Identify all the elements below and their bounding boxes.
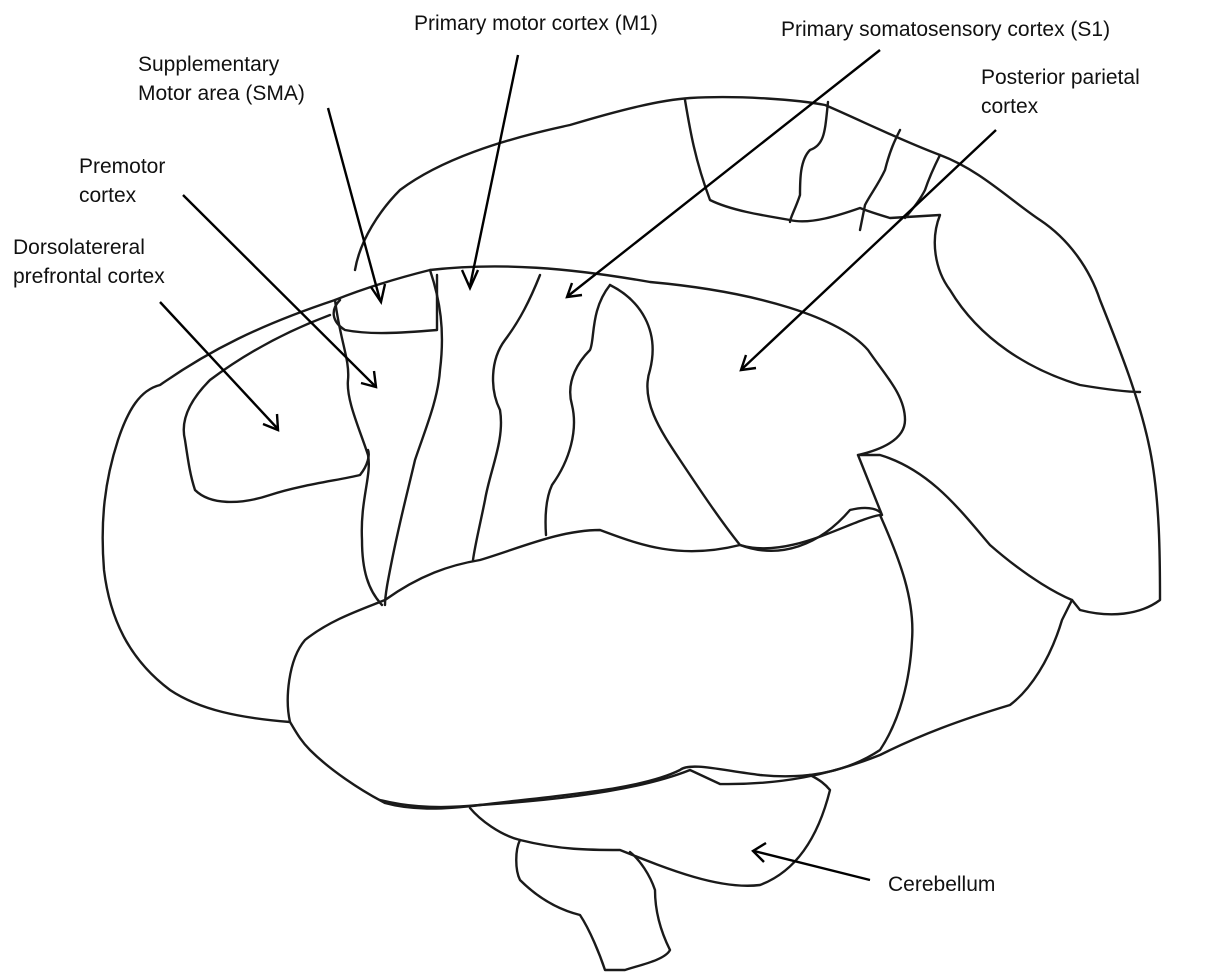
arrow-dlpfc (159, 301, 278, 429)
central-sulcus-anterior (383, 268, 444, 607)
arrowhead-m1 (460, 269, 480, 291)
cerebrum-outer-outline (101, 265, 1074, 809)
label-sma: Supplementary Motor area (SMA) (138, 50, 305, 108)
arrowhead-s1 (565, 282, 583, 299)
arrowhead-cerebellum (751, 841, 767, 863)
label-premotor-line1: Premotor (79, 155, 166, 178)
cerebellum (468, 773, 832, 887)
label-premotor-line2: cortex (79, 184, 137, 207)
label-sma-line2: Motor area (SMA) (138, 82, 305, 105)
label-dlpfc-line1: Dorsolatereral (13, 236, 145, 259)
temporal-lobe (286, 513, 914, 810)
arrow-m1 (468, 54, 520, 287)
arrowhead-ppc (739, 354, 757, 372)
premotor-boundary (333, 298, 384, 607)
brain-outline (101, 95, 1162, 972)
sma-region (332, 273, 439, 335)
arrow-ppc (741, 129, 997, 370)
label-ppc-line2: cortex (981, 95, 1039, 118)
arrow-cerebellum (753, 849, 871, 882)
label-m1: Primary motor cortex (M1) (414, 12, 658, 35)
arrows (159, 49, 997, 882)
occipital-upper-region (683, 98, 1142, 394)
arrowhead-premotor (360, 370, 378, 389)
central-sulcus (471, 273, 542, 562)
brain-stem (515, 838, 672, 972)
label-premotor: Premotor cortex (79, 152, 165, 210)
label-ppc-line1: Posterior parietal (981, 66, 1140, 89)
arrowhead-sma (370, 283, 387, 306)
arrowhead-dlpfc (262, 413, 280, 432)
label-sma-line1: Supplementary (138, 53, 280, 76)
arrow-premotor (182, 194, 376, 387)
parietal-lobe-region (608, 283, 884, 552)
label-dlpfc: Dorsolatereral prefrontal cortex (13, 233, 165, 291)
postcentral-sulcus (544, 283, 612, 537)
label-s1: Primary somatosensory cortex (S1) (781, 18, 1111, 41)
dlpfc-region (182, 313, 370, 504)
label-cerebellum: Cerebellum (888, 873, 996, 896)
arrow-sma (326, 107, 382, 301)
arrow-s1 (567, 49, 881, 297)
label-dlpfc-line2: prefrontal cortex (13, 265, 165, 288)
label-ppc: Posterior parietal cortex (981, 63, 1140, 121)
parietal-sulcus-a (788, 100, 830, 224)
parietal-sulcus-b (858, 128, 902, 232)
